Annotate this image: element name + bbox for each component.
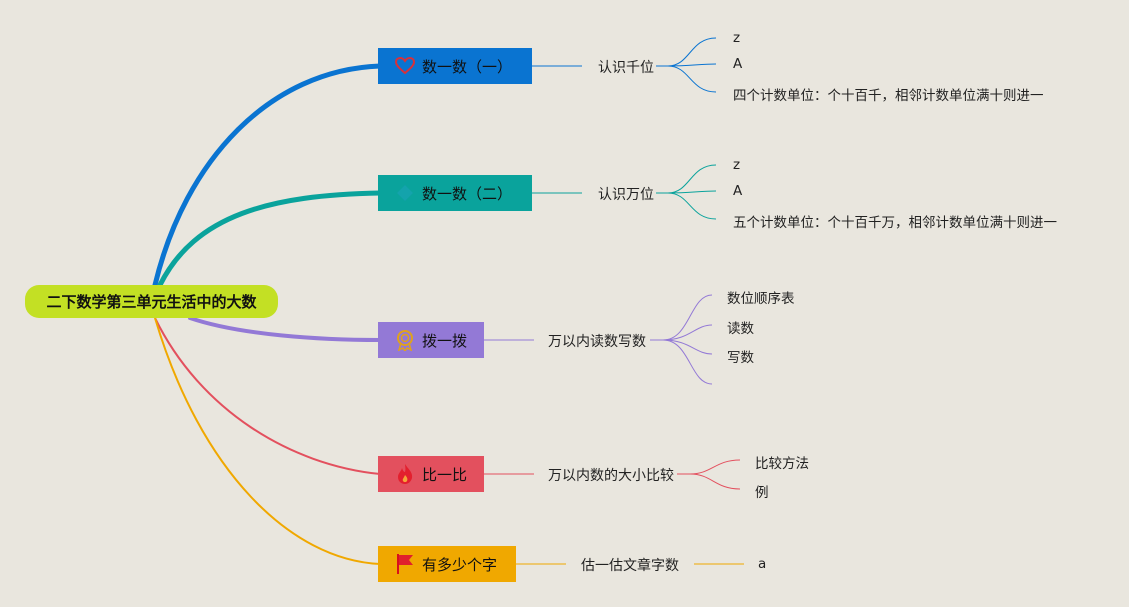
- sub-node-1[interactable]: 认识千位: [596, 57, 656, 77]
- leaf-1-3[interactable]: 四个计数单位：个十百千，相邻计数单位满十则进一: [733, 88, 1044, 104]
- fan-branch4: [677, 459, 741, 490]
- leaf-3-1[interactable]: 数位顺序表: [727, 291, 795, 307]
- branch-label-4: 比一比: [422, 465, 468, 484]
- branch-label-1: 数一数（一）: [422, 57, 513, 76]
- branch-node-5[interactable]: 有多少个字: [378, 546, 516, 582]
- connector-root-branch5: [154, 317, 381, 565]
- leaf-4-1[interactable]: 比较方法: [755, 456, 809, 472]
- leaf-3-3[interactable]: 写数: [727, 350, 754, 366]
- branch-label-5: 有多少个字: [422, 555, 498, 574]
- sub-node-2[interactable]: 认识万位: [596, 184, 656, 204]
- root-node[interactable]: 二下数学第三单元生活中的大数: [25, 285, 278, 318]
- fan-branch3: [650, 294, 713, 385]
- branch-node-3[interactable]: 拨一拨: [378, 322, 484, 358]
- leaf-1-2[interactable]: A: [733, 56, 743, 72]
- sub-node-4[interactable]: 万以内数的大小比较: [546, 465, 676, 485]
- branch-label-3: 拨一拨: [422, 331, 468, 350]
- flag-icon: [394, 553, 416, 575]
- connector-root-branch1: [152, 63, 383, 288]
- leaf-4-2[interactable]: 例: [755, 485, 769, 501]
- heart-icon: [394, 55, 416, 77]
- sub-node-5[interactable]: 估一估文章字数: [579, 555, 681, 575]
- fan-branch2: [655, 164, 717, 220]
- connector-root-branch4: [154, 317, 381, 475]
- connector-root-branch2: [157, 190, 383, 288]
- leaf-2-3[interactable]: 五个计数单位：个十百千万，相邻计数单位满十则进一: [733, 215, 1057, 231]
- leaf-2-1[interactable]: z: [733, 157, 741, 173]
- sub-node-3[interactable]: 万以内读数写数: [546, 331, 648, 351]
- diamond-icon: [394, 182, 416, 204]
- branch-node-2[interactable]: 数一数（二）: [378, 175, 532, 211]
- medal-icon: [394, 329, 416, 351]
- root-label: 二下数学第三单元生活中的大数: [46, 293, 257, 311]
- branch-node-1[interactable]: 数一数（一）: [378, 48, 532, 84]
- leaf-2-2[interactable]: A: [733, 183, 743, 199]
- leaf-1-1[interactable]: z: [733, 30, 741, 46]
- connector-root-branch3: [188, 316, 382, 342]
- fan-branch1: [655, 37, 717, 93]
- leaf-3-2[interactable]: 读数: [727, 321, 754, 337]
- branch-label-2: 数一数（二）: [422, 184, 513, 203]
- branch-node-4[interactable]: 比一比: [378, 456, 484, 492]
- fire-icon: [394, 463, 416, 485]
- leaf-5-1[interactable]: a: [758, 556, 767, 572]
